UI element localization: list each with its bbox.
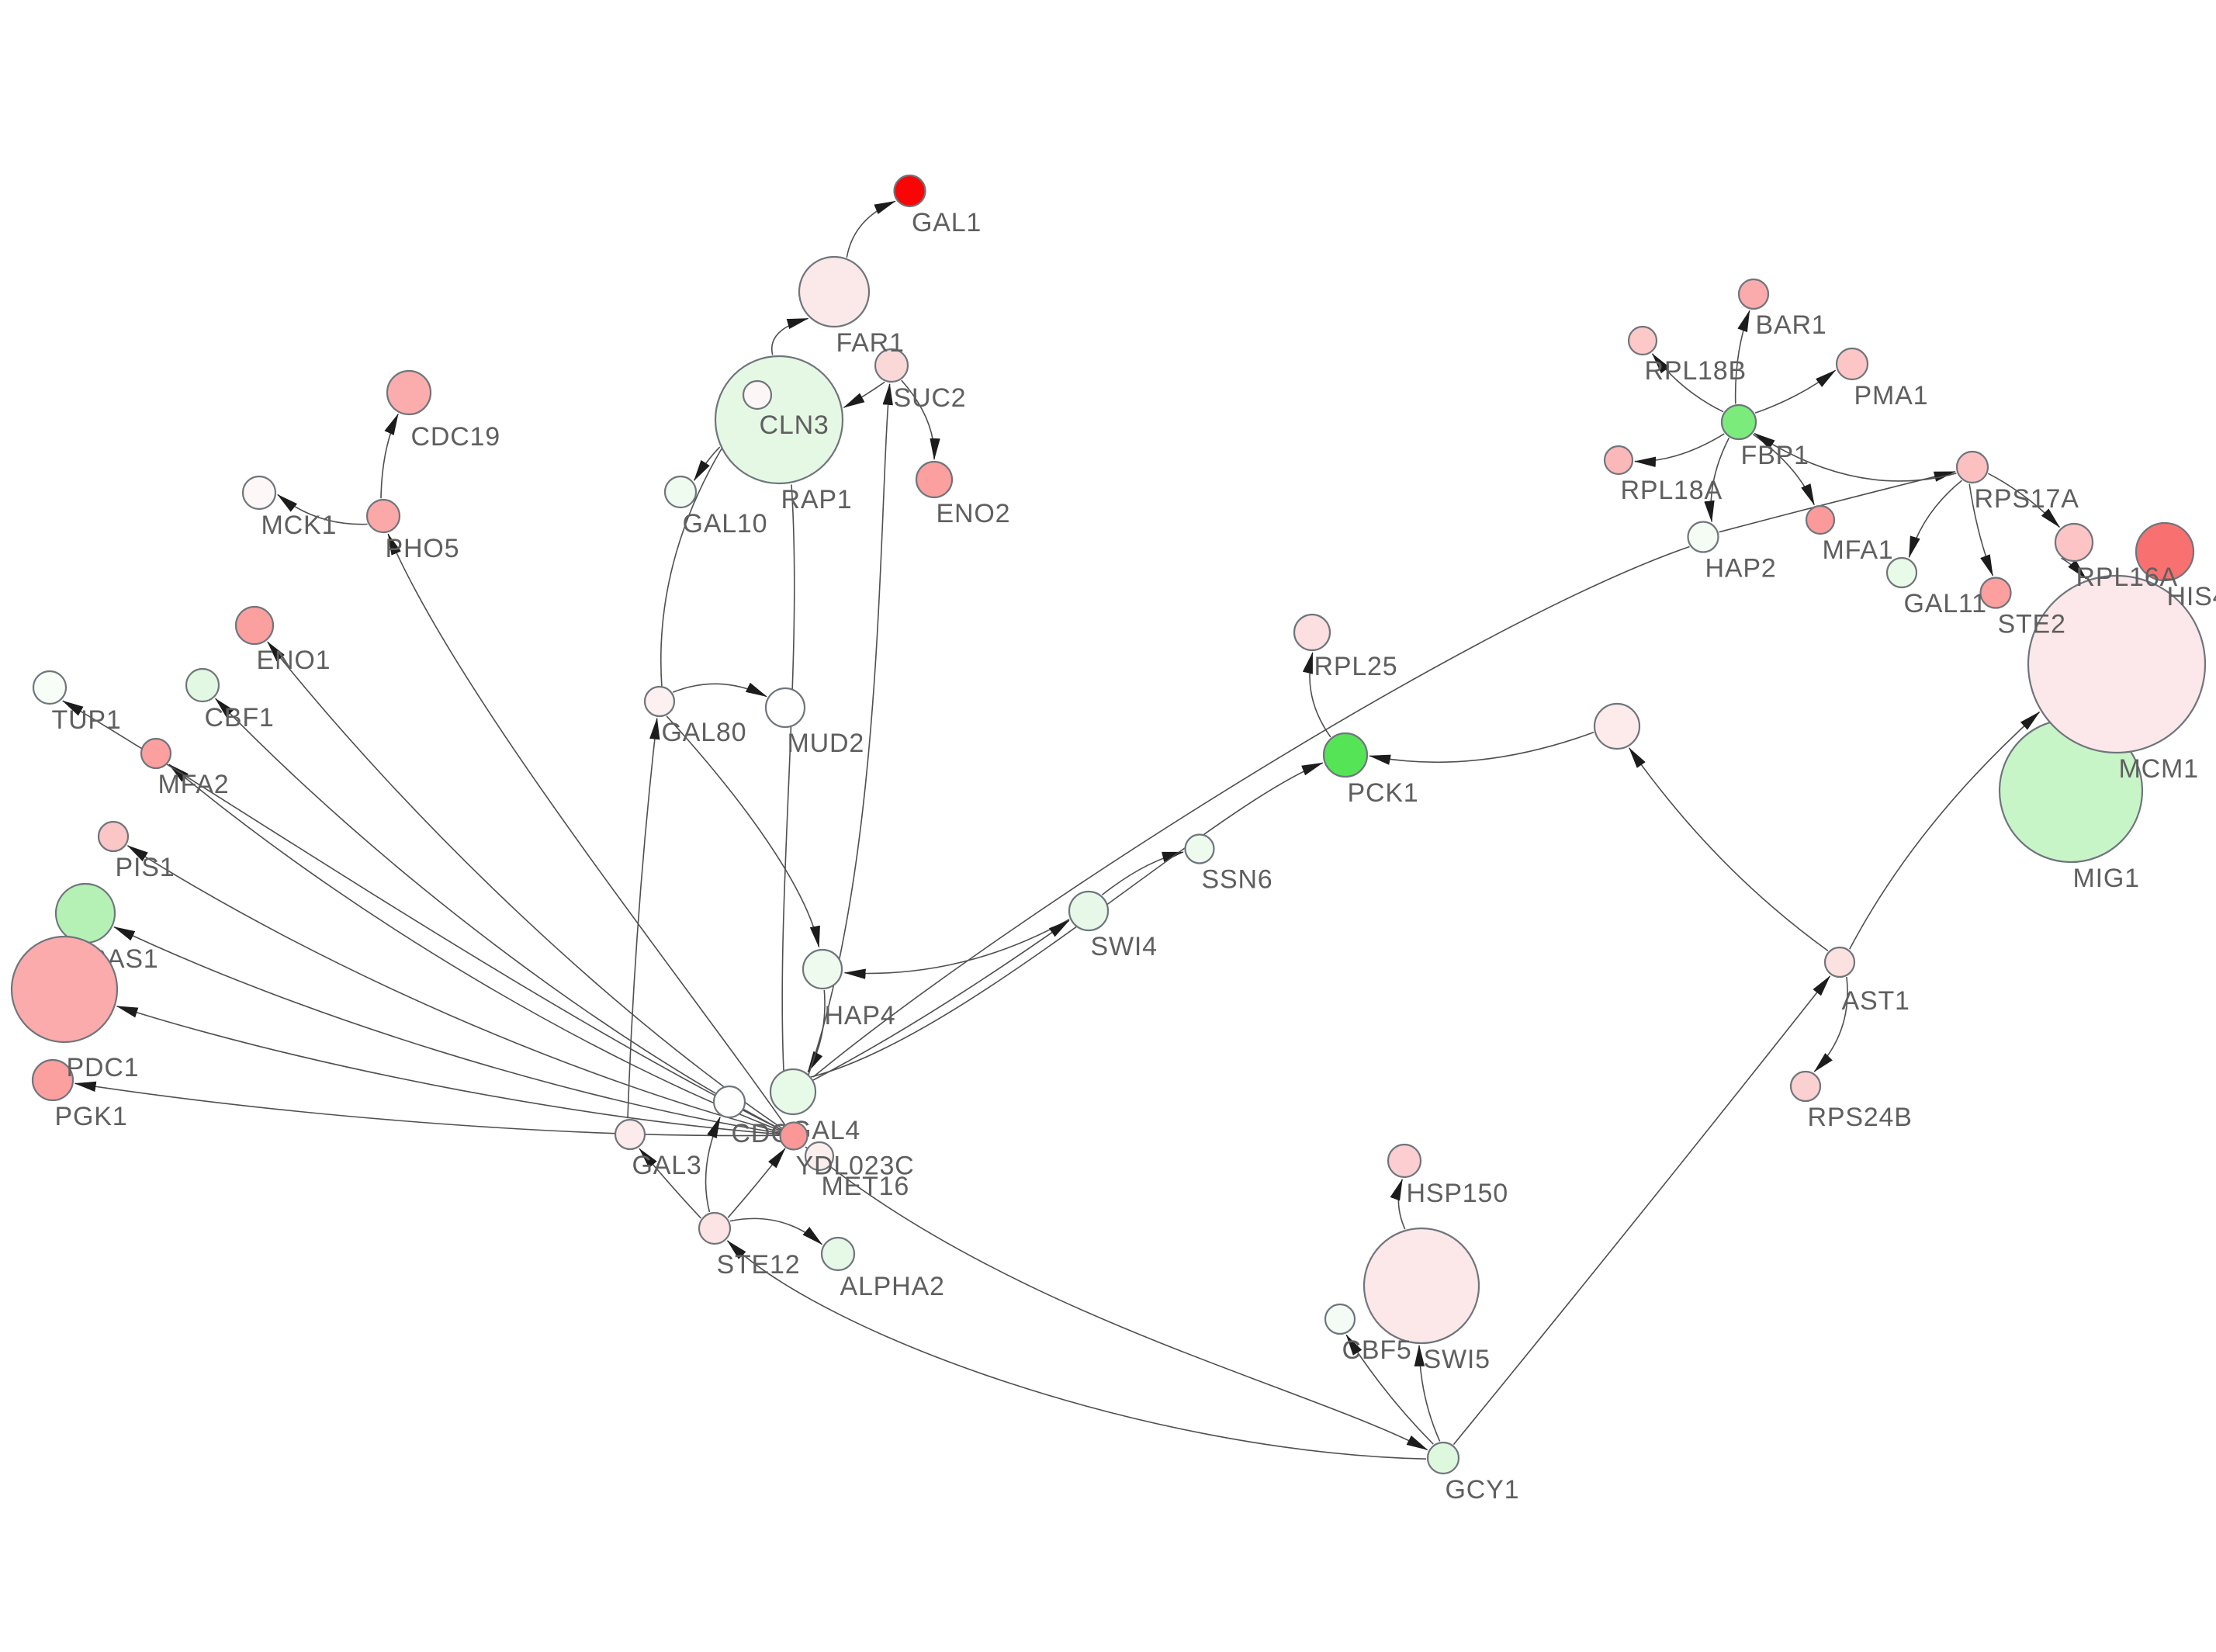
svg-text:RAP1: RAP1 [781,485,853,514]
svg-text:STE12: STE12 [717,1250,801,1280]
svg-text:RPL18A: RPL18A [1621,476,1723,505]
svg-text:CLN3: CLN3 [760,410,829,440]
svg-text:GAL10: GAL10 [683,509,768,539]
svg-text:SWI4: SWI4 [1091,932,1158,961]
svg-text:FBP1: FBP1 [1741,441,1809,470]
svg-text:HAP2: HAP2 [1705,554,1777,584]
svg-text:MET16: MET16 [822,1172,910,1201]
svg-text:SUC2: SUC2 [894,383,967,413]
svg-text:RPS24B: RPS24B [1808,1103,1913,1132]
svg-text:CBF1: CBF1 [205,703,275,732]
svg-text:SSN6: SSN6 [1202,865,1273,895]
svg-text:CBF5: CBF5 [1342,1335,1412,1365]
svg-text:MCK1: MCK1 [261,511,338,540]
svg-text:HAP4: HAP4 [825,1001,896,1030]
svg-text:PIS1: PIS1 [116,853,175,882]
svg-text:GAL3: GAL3 [632,1151,702,1180]
svg-text:HIS4: HIS4 [2167,582,2216,611]
svg-text:PDC1: PDC1 [67,1053,140,1082]
svg-text:AST1: AST1 [1842,986,1910,1016]
svg-text:MFA2: MFA2 [158,770,230,799]
svg-text:GCY1: GCY1 [1446,1475,1520,1505]
svg-text:RPL16A: RPL16A [2076,563,2178,592]
svg-text:GAL80: GAL80 [662,718,747,747]
svg-text:MIG1: MIG1 [2073,864,2140,893]
svg-text:PCK1: PCK1 [1348,778,1419,808]
svg-text:TUP1: TUP1 [52,705,122,735]
svg-text:GAL1: GAL1 [912,208,982,237]
svg-text:ALPHA2: ALPHA2 [840,1272,945,1301]
svg-text:PHO5: PHO5 [386,534,460,563]
svg-text:RPS17A: RPS17A [1975,484,2079,514]
svg-text:PMA1: PMA1 [1854,381,1929,410]
svg-text:SWI5: SWI5 [1424,1345,1491,1374]
svg-text:STE2: STE2 [1998,610,2066,639]
svg-text:ENO1: ENO1 [257,646,331,675]
svg-text:RPL25: RPL25 [1314,652,1398,681]
svg-text:ENO2: ENO2 [937,499,1011,528]
svg-text:RPL18B: RPL18B [1645,356,1747,386]
svg-text:MFA1: MFA1 [1823,535,1894,565]
svg-text:HSP150: HSP150 [1407,1179,1508,1208]
svg-text:PGK1: PGK1 [55,1102,128,1131]
svg-text:GAL11: GAL11 [1904,589,1987,618]
svg-text:MUD2: MUD2 [788,729,865,758]
svg-text:MCM1: MCM1 [2119,754,2199,784]
svg-text:CDC19: CDC19 [411,422,500,452]
svg-text:FAR1: FAR1 [836,328,905,358]
svg-text:BAR1: BAR1 [1756,310,1827,340]
